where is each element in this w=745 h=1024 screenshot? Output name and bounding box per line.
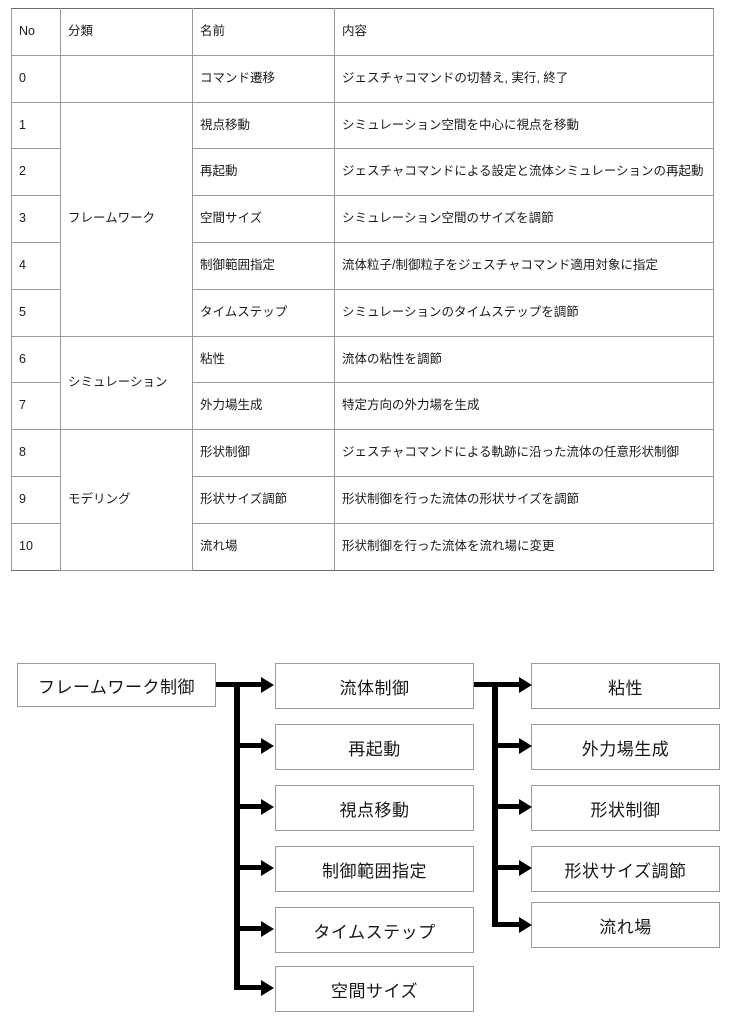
arrow-head-external-force-field <box>519 737 532 754</box>
command-table: No 分類 名前 内容 0 コマンド遷移 ジェスチャコマンドの切替え, 実行, … <box>11 8 714 571</box>
connector-right-spine <box>492 682 498 927</box>
diagram-node-fluid-control[interactable]: 流体制御 <box>275 663 474 709</box>
arrow-head-viewpoint-move <box>261 798 274 815</box>
diagram-node-root[interactable]: フレームワーク制御 <box>17 663 216 707</box>
cell-name: 空間サイズ <box>192 195 335 243</box>
table-header-row: No 分類 名前 内容 <box>11 8 714 56</box>
cell-no: 5 <box>11 288 61 337</box>
connector-branch-space-size <box>234 985 262 990</box>
arrow-head-space-size <box>261 979 274 996</box>
cell-no: 8 <box>11 429 61 477</box>
connector-branch-restart <box>240 743 262 748</box>
cell-name: 制御範囲指定 <box>192 241 335 290</box>
diagram-node-external-force-field[interactable]: 外力場生成 <box>531 724 720 770</box>
table-row: 8 モデリング 形状制御 ジェスチャコマンドによる軌跡に沿った流体の任意形状制御 <box>11 429 714 571</box>
cell-name: 視点移動 <box>192 101 335 150</box>
cell-no: 9 <box>11 475 61 524</box>
cell-desc: ジェスチャコマンドの切替え, 実行, 終了 <box>334 54 714 103</box>
connector-fluid-control-stem <box>474 682 502 687</box>
cell-desc: 流体の粘性を調節 <box>334 335 714 384</box>
connector-branch-control-range <box>240 865 262 870</box>
connector-branch-external-force-field <box>498 743 520 748</box>
diagram-node-control-range[interactable]: 制御範囲指定 <box>275 846 474 892</box>
cell-category-modeling: モデリング <box>60 429 193 571</box>
cell-desc: シミュレーション空間を中心に視点を移動 <box>334 101 714 150</box>
flow-diagram: フレームワーク制御 流体制御 再起動 視点移動 制御範囲指定 タイムステップ 空… <box>0 630 745 1024</box>
cell-name: タイムステップ <box>192 288 335 337</box>
cell-name: コマンド遷移 <box>192 54 335 103</box>
arrow-head-flow-field <box>519 916 532 933</box>
diagram-node-shape-size-adjust[interactable]: 形状サイズ調節 <box>531 846 720 892</box>
column-header-desc: 内容 <box>334 8 714 56</box>
cell-desc: 形状制御を行った流体の形状サイズを調節 <box>334 475 714 524</box>
cell-desc: シミュレーションのタイムステップを調節 <box>334 288 714 337</box>
connector-branch-viscosity <box>498 682 520 687</box>
connector-root-stem <box>216 682 244 687</box>
cell-category-simulation: シミュレーション <box>60 335 193 431</box>
cell-desc: シミュレーション空間のサイズを調節 <box>334 195 714 243</box>
table-row: 4 制御範囲指定 流体粒子/制御粒子をジェスチャコマンド適用対象に指定 <box>11 241 714 290</box>
table-row: 5 タイムステップ シミュレーションのタイムステップを調節 <box>11 288 714 337</box>
cell-name: 形状サイズ調節 <box>192 475 335 524</box>
column-header-name: 名前 <box>192 8 335 56</box>
table-row: 0 コマンド遷移 ジェスチャコマンドの切替え, 実行, 終了 <box>11 54 714 103</box>
cell-no: 3 <box>11 195 61 243</box>
table-row: 2 再起動 ジェスチャコマンドによる設定と流体シミュレーションの再起動 <box>11 148 714 197</box>
cell-name: 再起動 <box>192 148 335 197</box>
table-row: 9 形状サイズ調節 形状制御を行った流体の形状サイズを調節 <box>11 475 714 524</box>
cell-category-framework: フレームワーク <box>60 101 193 337</box>
arrow-head-restart <box>261 737 274 754</box>
cell-no: 6 <box>11 335 61 384</box>
diagram-node-restart[interactable]: 再起動 <box>275 724 474 770</box>
diagram-node-viewpoint-move[interactable]: 視点移動 <box>275 785 474 831</box>
column-header-no: No <box>11 8 61 56</box>
table-row: 1 フレームワーク 視点移動 シミュレーション空間を中心に視点を移動 <box>11 101 714 337</box>
cell-desc: 流体粒子/制御粒子をジェスチャコマンド適用対象に指定 <box>334 241 714 290</box>
arrow-head-shape-size-adjust <box>519 859 532 876</box>
connector-branch-viewpoint-move <box>240 804 262 809</box>
arrow-head-fluid-control <box>261 676 274 693</box>
cell-desc: 形状制御を行った流体を流れ場に変更 <box>334 522 714 571</box>
arrow-head-shape-control <box>519 798 532 815</box>
cell-name: 粘性 <box>192 335 335 384</box>
table-row: 3 空間サイズ シミュレーション空間のサイズを調節 <box>11 195 714 243</box>
diagram-node-viscosity[interactable]: 粘性 <box>531 663 720 709</box>
table-row: 6 シミュレーション 粘性 流体の粘性を調節 <box>11 335 714 431</box>
cell-no: 1 <box>11 101 61 150</box>
arrow-head-viscosity <box>519 676 532 693</box>
cell-no: 10 <box>11 522 61 571</box>
cell-no: 4 <box>11 241 61 290</box>
cell-name: 形状制御 <box>192 429 335 477</box>
diagram-node-time-step[interactable]: タイムステップ <box>275 907 474 953</box>
diagram-node-space-size[interactable]: 空間サイズ <box>275 966 474 1012</box>
cell-no: 0 <box>11 54 61 103</box>
cell-desc: ジェスチャコマンドによる軌跡に沿った流体の任意形状制御 <box>334 429 714 477</box>
connector-branch-shape-control <box>498 804 520 809</box>
cell-name: 流れ場 <box>192 522 335 571</box>
cell-no: 7 <box>11 382 61 431</box>
arrow-head-time-step <box>261 920 274 937</box>
cell-desc: ジェスチャコマンドによる設定と流体シミュレーションの再起動 <box>334 148 714 197</box>
connector-left-spine <box>234 682 240 990</box>
column-header-category: 分類 <box>60 8 193 56</box>
diagram-node-flow-field[interactable]: 流れ場 <box>531 902 720 948</box>
cell-category <box>60 54 193 103</box>
cell-no: 2 <box>11 148 61 197</box>
diagram-node-shape-control[interactable]: 形状制御 <box>531 785 720 831</box>
cell-name: 外力場生成 <box>192 382 335 431</box>
connector-branch-shape-size-adjust <box>498 865 520 870</box>
table-row: 10 流れ場 形状制御を行った流体を流れ場に変更 <box>11 522 714 571</box>
connector-branch-flow-field <box>492 922 520 927</box>
connector-branch-fluid-control <box>240 682 262 687</box>
connector-branch-time-step <box>240 926 262 931</box>
cell-desc: 特定方向の外力場を生成 <box>334 382 714 431</box>
arrow-head-control-range <box>261 859 274 876</box>
